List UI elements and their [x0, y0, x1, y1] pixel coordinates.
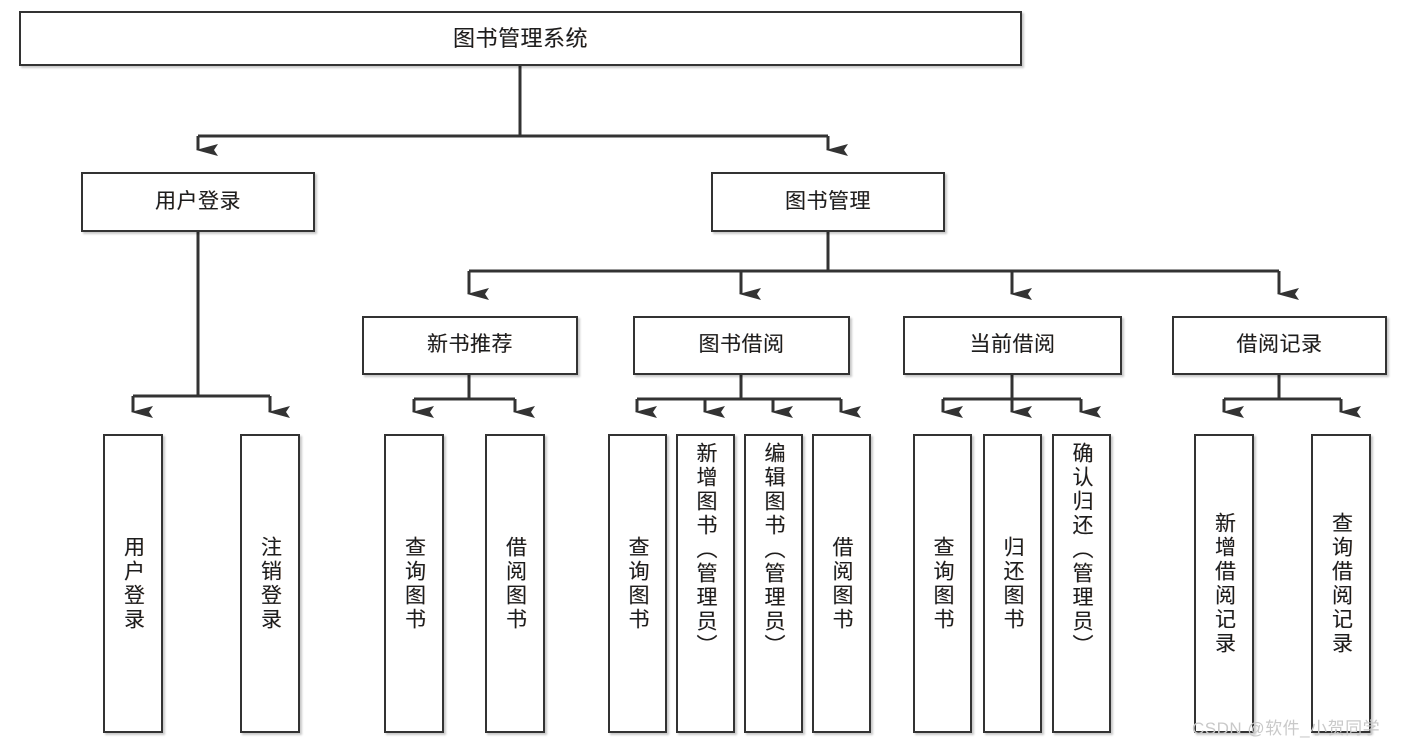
leaf-label: 用户登录: [121, 535, 145, 632]
node-current-borrow[interactable]: 当前借阅: [903, 316, 1122, 375]
leaf-user-login-logout[interactable]: 注销登录: [240, 434, 300, 733]
node-label: 借阅记录: [1236, 333, 1323, 357]
leaf-record-add-record[interactable]: 新增借阅记录: [1194, 434, 1254, 733]
leaf-borrow-edit-book-admin[interactable]: 编辑图书（管理员）: [744, 434, 803, 733]
leaf-user-login-login[interactable]: 用户登录: [103, 434, 163, 733]
leaf-label: 新增借阅记录: [1212, 511, 1236, 656]
leaf-borrow-query-book[interactable]: 查询图书: [608, 434, 667, 733]
leaf-label: 查询图书: [402, 535, 426, 632]
leaf-recommend-borrow-book[interactable]: 借阅图书: [485, 434, 545, 733]
leaf-label: 注销登录: [258, 535, 282, 632]
node-book-management[interactable]: 图书管理: [711, 172, 945, 232]
leaf-label: 查询借阅记录: [1329, 511, 1353, 656]
leaf-current-return-book[interactable]: 归还图书: [983, 434, 1042, 733]
leaf-current-confirm-return-admin[interactable]: 确认归还（管理员）: [1052, 434, 1111, 733]
leaf-label: 确认归还（管理员）: [1070, 442, 1093, 658]
leaf-borrow-add-book-admin[interactable]: 新增图书（管理员）: [676, 434, 735, 733]
node-label: 图书管理系统: [452, 25, 588, 51]
leaf-label: 查询图书: [931, 535, 954, 632]
leaf-recommend-query-book[interactable]: 查询图书: [384, 434, 444, 733]
leaf-label: 编辑图书（管理员）: [762, 442, 785, 658]
leaf-label: 新增图书（管理员）: [694, 442, 717, 658]
node-root-system[interactable]: 图书管理系统: [19, 11, 1022, 66]
leaf-record-query-record[interactable]: 查询借阅记录: [1311, 434, 1371, 733]
leaf-label: 借阅图书: [503, 535, 527, 632]
leaf-label: 借阅图书: [830, 535, 853, 632]
node-user-login[interactable]: 用户登录: [81, 172, 315, 232]
leaf-label: 查询图书: [626, 535, 649, 632]
node-label: 当前借阅: [969, 333, 1056, 357]
node-book-borrow[interactable]: 图书借阅: [633, 316, 850, 375]
node-label: 用户登录: [155, 189, 241, 213]
node-label: 图书借阅: [698, 333, 785, 357]
leaf-label: 归还图书: [1001, 535, 1024, 632]
node-label: 图书管理: [785, 189, 871, 213]
leaf-current-query-book[interactable]: 查询图书: [913, 434, 972, 733]
leaf-borrow-borrow-book[interactable]: 借阅图书: [812, 434, 871, 733]
node-label: 新书推荐: [427, 333, 513, 357]
node-new-book-recommend[interactable]: 新书推荐: [362, 316, 578, 375]
node-borrow-record[interactable]: 借阅记录: [1172, 316, 1387, 375]
